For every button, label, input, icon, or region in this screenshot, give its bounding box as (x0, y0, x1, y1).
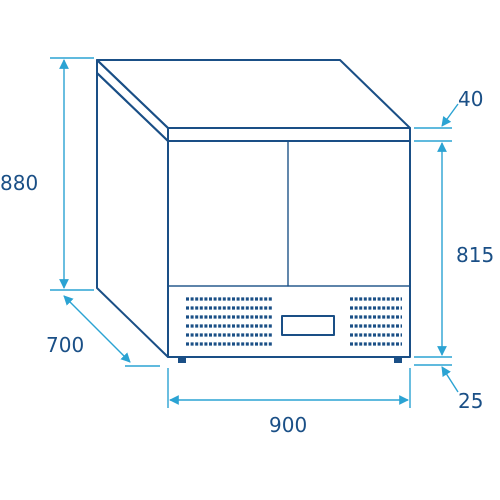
side-panel (96, 72, 169, 358)
dimension-top-thickness-label: 40 (458, 87, 483, 111)
foot-right (394, 357, 402, 363)
dimension-width-label: 900 (269, 413, 307, 437)
worktop-side-edge (96, 59, 169, 142)
dimension-width: 900 (167, 368, 411, 437)
foot-left (178, 357, 186, 363)
dimension-height-total-label: 880 (0, 171, 38, 195)
dimension-depth-label: 700 (46, 333, 84, 357)
dimension-leg-height: 25 (414, 364, 483, 413)
worktop-front-edge (167, 127, 411, 142)
dimension-cabinet-height: 815 (414, 142, 494, 358)
door-right (287, 140, 411, 287)
vent-right (350, 297, 402, 346)
dimension-top-thickness: 40 (414, 87, 483, 142)
cabinet (96, 59, 411, 363)
dimension-height-total: 880 (0, 57, 94, 291)
door-left (167, 140, 289, 287)
dimension-cabinet-height-label: 815 (456, 243, 494, 267)
dimension-depth: 700 (46, 295, 160, 367)
control-panel (281, 315, 335, 336)
dimension-leg-height-label: 25 (458, 389, 483, 413)
vent-left (186, 297, 272, 346)
